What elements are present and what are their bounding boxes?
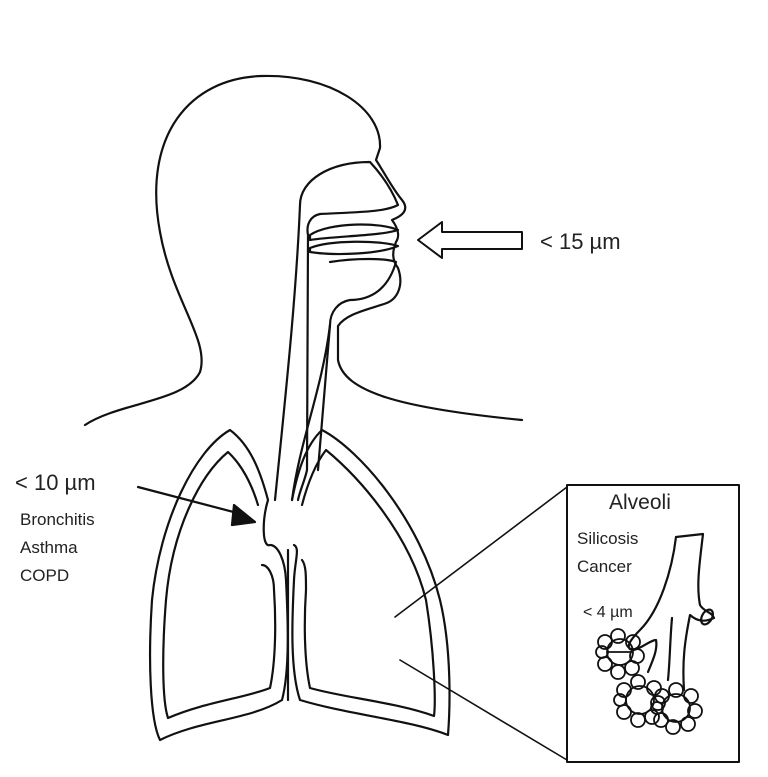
bronchi-arrowhead <box>230 503 257 527</box>
alveoli-diseases: Silicosis Cancer <box>577 525 638 581</box>
disease-copd: COPD <box>20 566 70 585</box>
alveolar-sac-3 <box>650 682 703 735</box>
bronchi-particle-size: < 10 µm <box>15 470 96 495</box>
trachea-right <box>290 323 332 502</box>
disease-cancer: Cancer <box>577 557 632 576</box>
alveoli-inset-box <box>566 484 740 763</box>
alveoli-particle-size: < 4 µm <box>583 604 633 621</box>
head-outline <box>83 74 524 427</box>
disease-silicosis: Silicosis <box>577 529 639 548</box>
alveolar-sac-2 <box>613 674 666 728</box>
left-lung-outer <box>148 428 289 742</box>
left-lung-inner <box>162 450 277 720</box>
inhale-arrow <box>417 221 523 259</box>
right-lung-outer <box>290 428 451 737</box>
nasal-cavity <box>308 223 400 256</box>
disease-bronchitis: Bronchitis <box>20 510 95 529</box>
alveoli-title: Alveoli <box>609 491 671 514</box>
right-lung-inner <box>300 448 436 718</box>
bronchi-diseases: Bronchitis Asthma COPD <box>20 506 95 590</box>
bronchiole <box>627 532 716 692</box>
disease-asthma: Asthma <box>20 538 78 557</box>
bronchi-arrow-line <box>136 485 247 517</box>
alveolar-sac-1 <box>595 628 645 680</box>
trachea-left <box>273 203 302 502</box>
nose-particle-size: < 15 µm <box>540 229 621 254</box>
oral-airway <box>316 257 398 472</box>
nasal-airway <box>296 160 400 502</box>
